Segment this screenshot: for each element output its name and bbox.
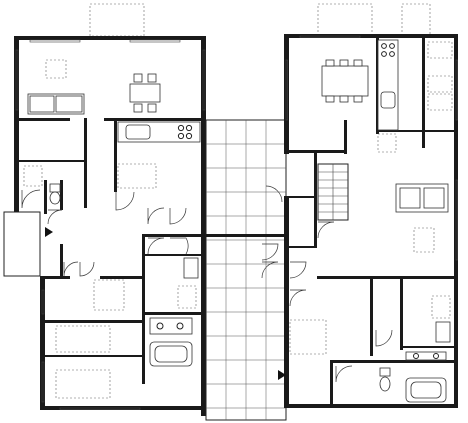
entry-arrow-bottom (278, 370, 286, 380)
door-swing (335, 365, 353, 383)
sofa-icon (27, 93, 85, 115)
kitchen-counter-icon (377, 39, 399, 131)
staircase-icon (317, 163, 349, 221)
door-swing (147, 207, 165, 225)
washing-machine-icon (183, 257, 199, 279)
door-swing (261, 261, 279, 279)
bathtub-icon (149, 341, 193, 367)
kitchen-counter-icon (117, 121, 201, 143)
island-outline (377, 133, 397, 153)
right-residence (278, 34, 458, 408)
closet-outline (23, 165, 43, 187)
door-swing (47, 209, 63, 225)
living-rug (413, 227, 435, 253)
roof-projections (89, 3, 431, 37)
washbasin-icon (405, 351, 447, 361)
door-swing (265, 185, 283, 203)
door-swing (115, 191, 135, 211)
closet-outline (427, 75, 453, 93)
pantry-outline (117, 163, 157, 189)
door-swing (79, 261, 95, 277)
door-swing (63, 261, 79, 277)
door-swing (289, 261, 307, 279)
entrance-porch (3, 211, 41, 277)
long-table-icon (321, 59, 369, 103)
door-swing (170, 237, 189, 255)
washing-machine-icon (435, 321, 451, 343)
door-swing (21, 189, 41, 209)
toilet-icon (379, 367, 391, 392)
door-swing (375, 329, 393, 347)
sofa-icon (395, 183, 449, 213)
door-swing (317, 221, 335, 239)
closet-outline (427, 93, 453, 111)
bathtub-icon (405, 377, 447, 403)
center-tiled-courtyard (205, 119, 287, 421)
storage-outline (289, 319, 327, 355)
washbasin-icon (149, 317, 193, 335)
entry-arrow-left (45, 227, 53, 237)
toilet-icon (49, 183, 61, 205)
closet-outline (427, 41, 453, 59)
bed-outline-1 (55, 325, 111, 353)
storage-outline (93, 279, 125, 311)
left-residence (3, 36, 206, 416)
living-rug (45, 59, 67, 79)
bed-outline-2 (55, 369, 111, 399)
dining-table-icon (129, 73, 161, 113)
door-swing (289, 289, 307, 307)
door-swing (147, 237, 165, 255)
laundry-outline (431, 295, 451, 319)
door-swing (169, 207, 187, 225)
laundry-outline (177, 285, 197, 309)
door-swing (261, 243, 279, 261)
